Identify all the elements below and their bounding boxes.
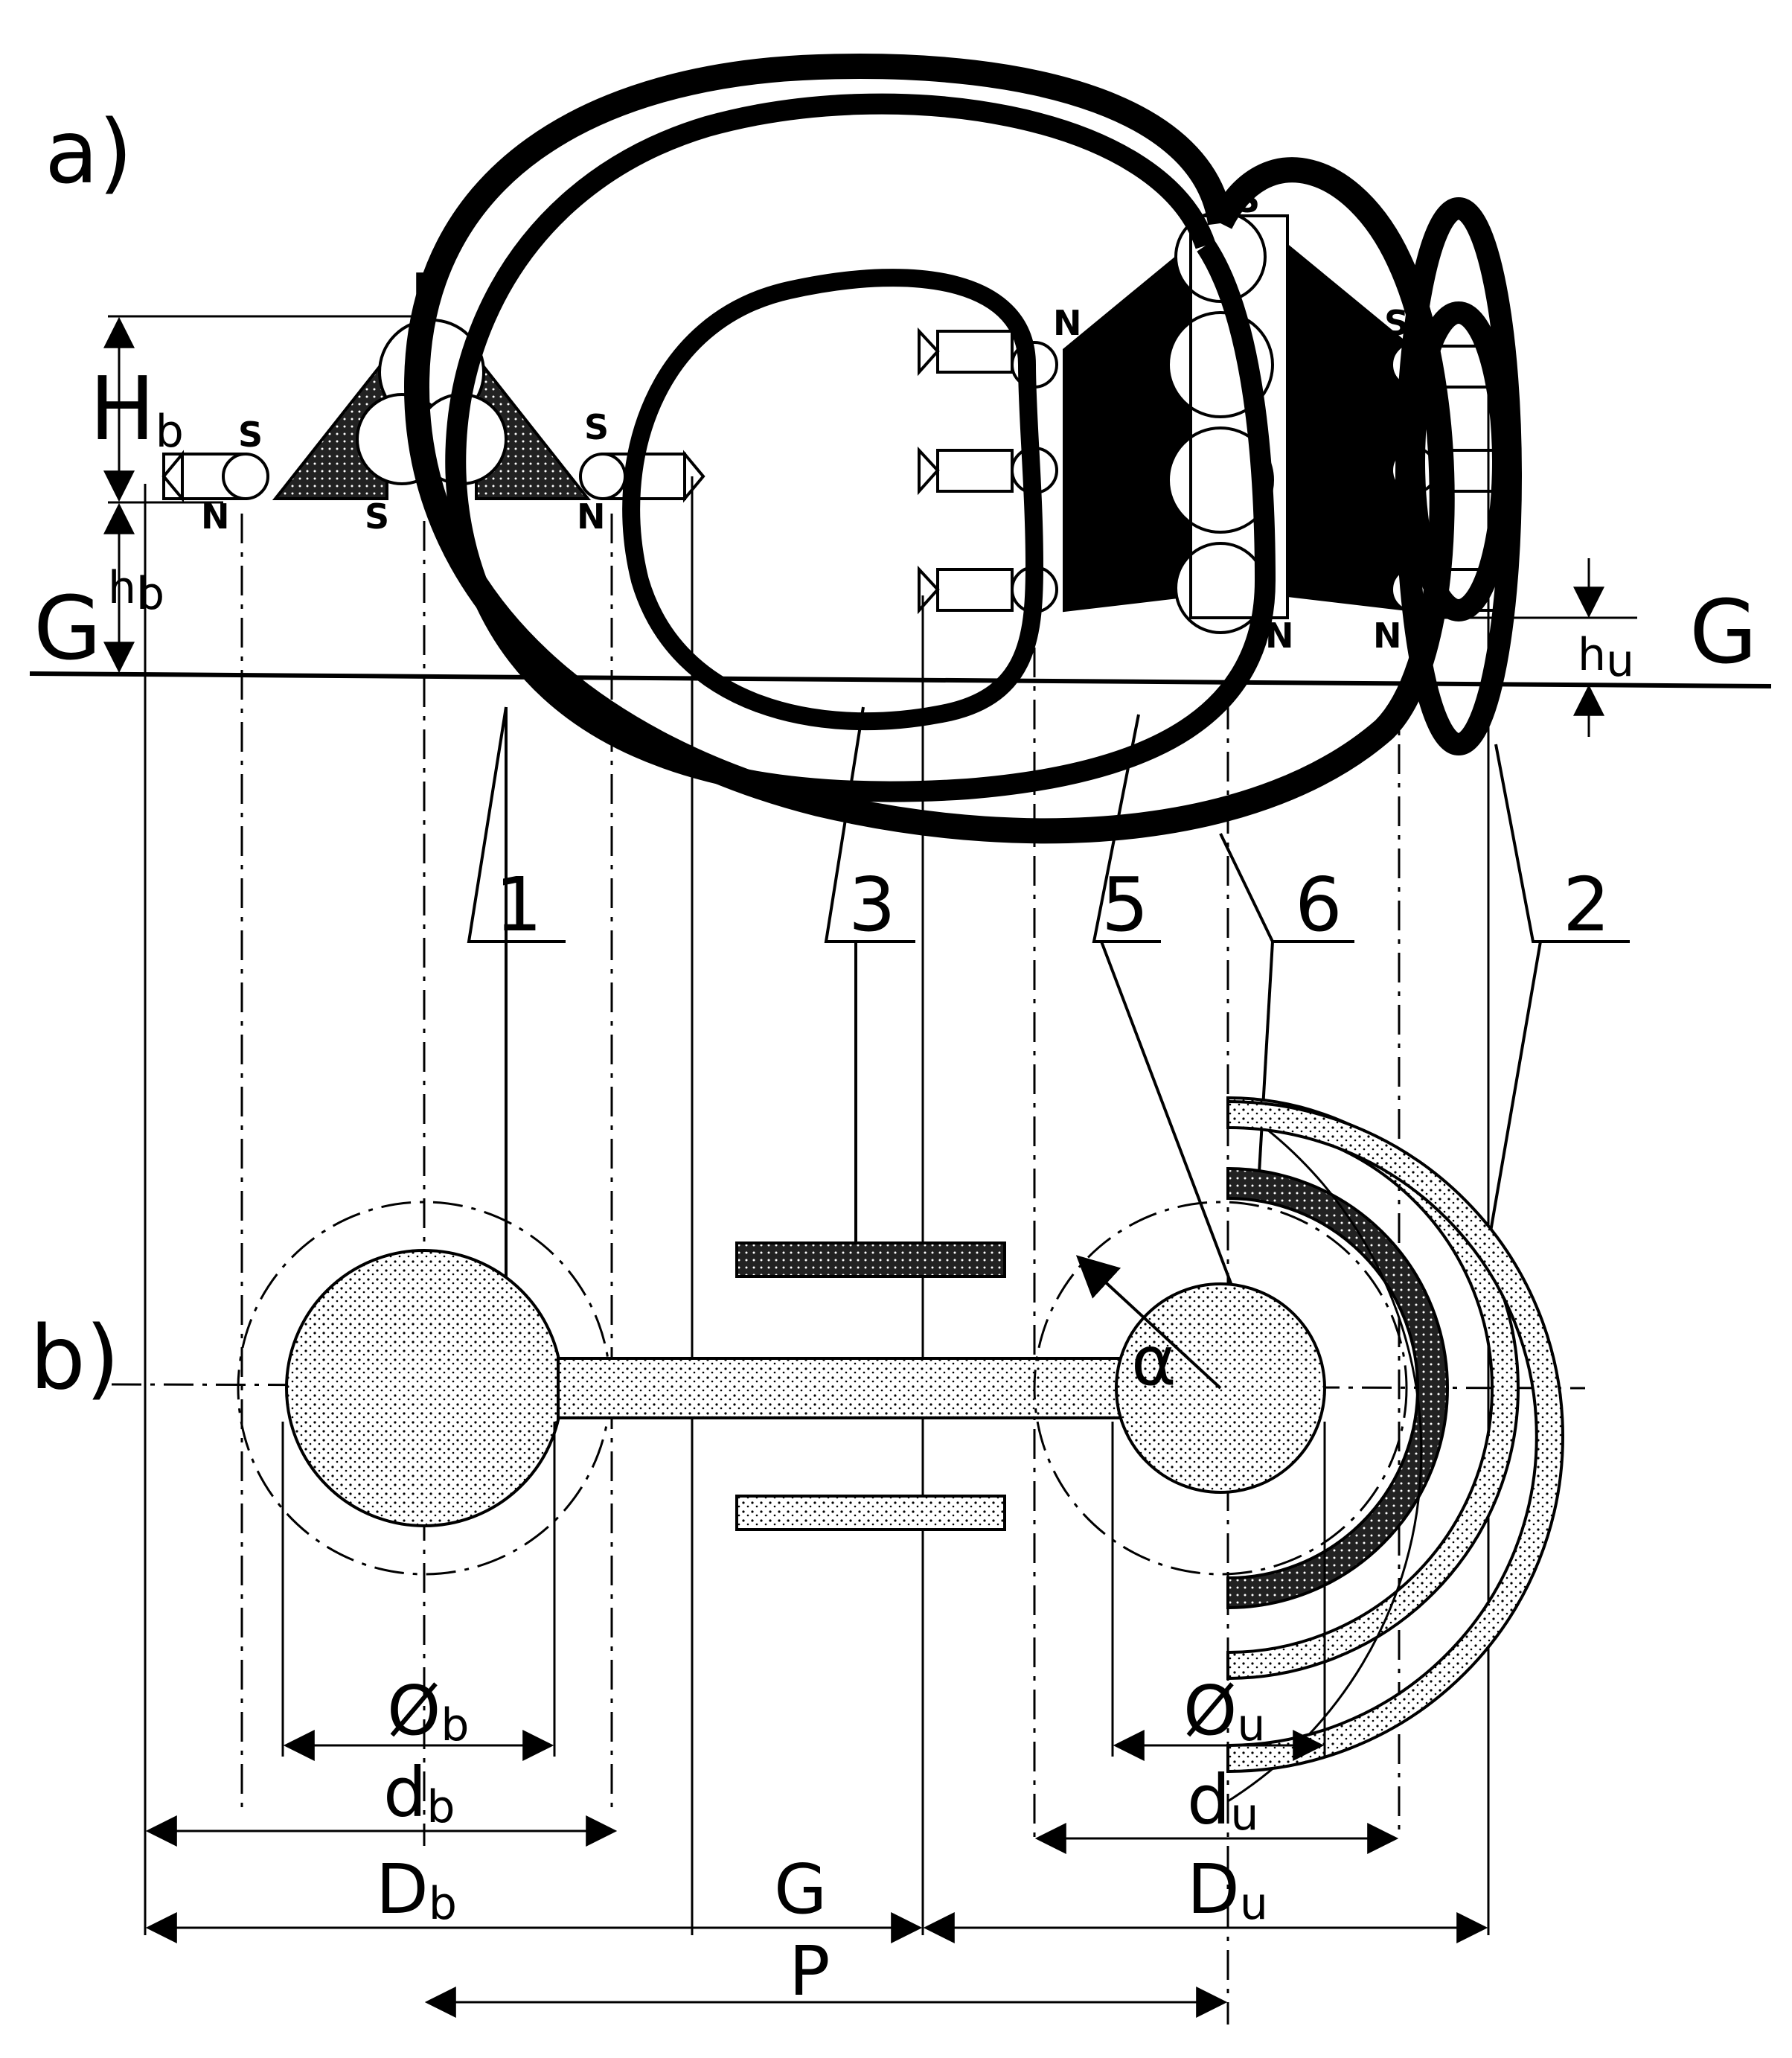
callout-label: 5 bbox=[1101, 861, 1149, 948]
centerlines bbox=[240, 514, 1401, 2025]
G-gap-label: G bbox=[774, 1850, 827, 1929]
pole-label: N bbox=[201, 496, 230, 537]
phi-b-label: Øb bbox=[387, 1671, 470, 1751]
callout-label: 6 bbox=[1295, 861, 1343, 948]
part-label-b: b) bbox=[30, 1306, 120, 1409]
pole-label: N bbox=[577, 496, 606, 537]
left-structure bbox=[161, 319, 705, 503]
callout-label: 2 bbox=[1563, 861, 1610, 948]
pole-label: N bbox=[1373, 616, 1402, 656]
hu-label: hu bbox=[1578, 629, 1634, 687]
ground-line bbox=[29, 671, 1772, 688]
Hb-label: Hb bbox=[89, 357, 184, 460]
thick-loops bbox=[403, 54, 1522, 844]
phi-u-label: Øu bbox=[1183, 1671, 1265, 1751]
inner-arc bbox=[1226, 1166, 1449, 1610]
outer-arc-band bbox=[1226, 1099, 1564, 1774]
right-outer-circle bbox=[1033, 1201, 1408, 1576]
d-b-label: db bbox=[383, 1753, 455, 1833]
D-b-label: Db bbox=[376, 1850, 457, 1930]
right-ellipse-outer bbox=[1395, 197, 1522, 755]
hb-label: hb bbox=[108, 562, 164, 620]
inner-loop bbox=[622, 269, 1044, 731]
alpha-ray bbox=[1075, 1255, 1222, 1390]
pole-label: S bbox=[584, 407, 609, 447]
callout-label: 1 bbox=[495, 861, 543, 948]
d-u-label: du bbox=[1187, 1760, 1258, 1841]
dimension-lines bbox=[145, 1422, 1488, 2018]
part-label-a: a) bbox=[45, 100, 132, 203]
upper-bar bbox=[735, 1241, 1006, 1278]
pole-label: S bbox=[365, 496, 389, 537]
callout-label: 3 bbox=[848, 861, 896, 948]
left-node bbox=[285, 1249, 563, 1527]
lower-bar bbox=[735, 1495, 1006, 1531]
pole-label: N bbox=[1053, 303, 1082, 343]
alpha-label: α bbox=[1131, 1321, 1177, 1401]
ground-label-left: G bbox=[33, 577, 101, 680]
connecting-bar bbox=[557, 1357, 1125, 1419]
pole-label: S bbox=[238, 415, 263, 455]
middle-loop bbox=[445, 93, 1276, 802]
D-u-label: Du bbox=[1187, 1850, 1268, 1930]
P-label: P bbox=[789, 1931, 830, 2011]
ground-label-right: G bbox=[1689, 581, 1757, 683]
